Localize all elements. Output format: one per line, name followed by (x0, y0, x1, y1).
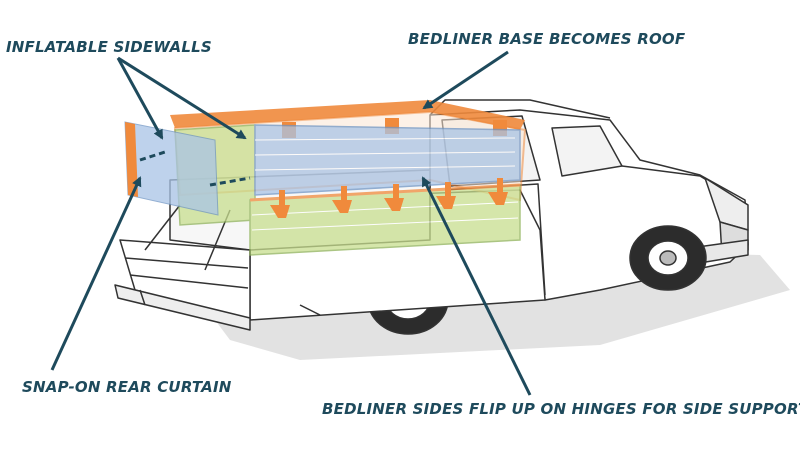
leader-lines (50, 50, 532, 396)
rear-curtain (124, 121, 251, 216)
label-inflatable-sidewalls: INFLATABLE SIDEWALLS (6, 38, 212, 56)
arrow-curtain (50, 176, 142, 371)
arrow-sidewalls-right (117, 56, 247, 140)
arrow-sidewalls-left (116, 57, 164, 140)
hinged-side-supports (270, 178, 508, 218)
label-bedliner-base-roof: BEDLINER BASE BECOMES ROOF (408, 30, 686, 48)
label-snap-on-rear-curtain: SNAP-ON REAR CURTAIN (22, 378, 232, 396)
arrow-sides (421, 176, 532, 396)
arrow-roof (422, 50, 509, 110)
label-bedliner-sides-hinges: BEDLINER SIDES FLIP UP ON HINGES FOR SID… (322, 400, 800, 418)
